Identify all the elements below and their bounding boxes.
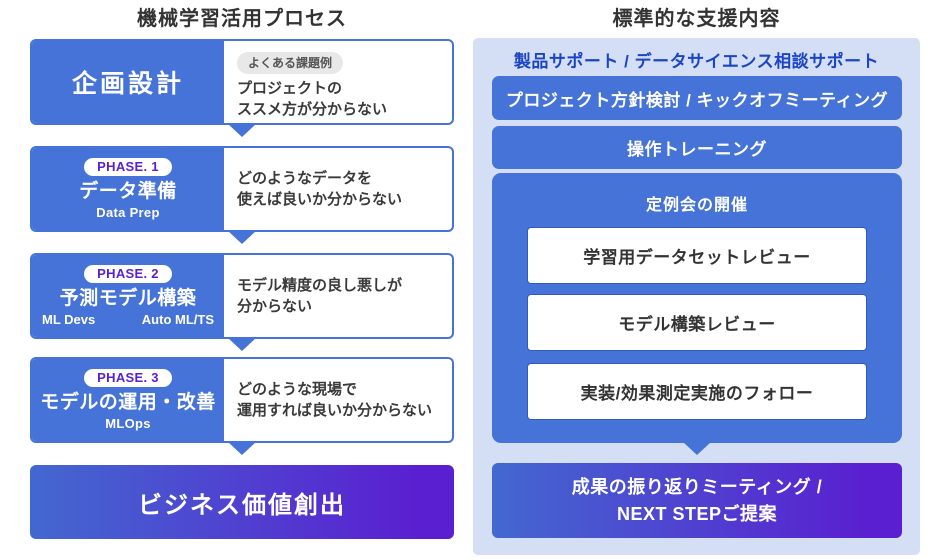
down-arrow-icon bbox=[228, 442, 256, 455]
common-issue-badge: よくある課題例 bbox=[237, 52, 344, 74]
process-row-data-prep-label: PHASE. 1 データ準備 Data Prep bbox=[32, 148, 224, 230]
regular-meeting-box: 定例会の開催 学習用データセットレビュー モデル構築レビュー 実装/効果測定実施… bbox=[492, 173, 902, 443]
process-row-mlops: PHASE. 3 モデルの運用・改善 MLOps どのような現場で 運用すれば良… bbox=[30, 357, 454, 443]
step-title: データ準備 bbox=[79, 180, 177, 202]
issue-text-line2: 分からない bbox=[237, 298, 313, 315]
left-column-title: 機械学習活用プロセス bbox=[137, 8, 347, 30]
issue-text-line2: 運用すれば良いか分からない bbox=[237, 402, 433, 419]
meeting-item-implementation-follow: 実装/効果測定実施のフォロー bbox=[528, 364, 866, 419]
step-subtitle: MLOps bbox=[105, 416, 151, 432]
process-row-planning-label: 企画設計 bbox=[32, 41, 224, 123]
issue-text-line1: どのようなデータを bbox=[237, 169, 373, 187]
next-step-result-box: 成果の振り返りミーティング / NEXT STEPご提案 bbox=[492, 463, 902, 538]
process-row-planning-issue: よくある課題例 プロジェクトの ススメ方が分からない bbox=[224, 41, 452, 123]
down-arrow-icon bbox=[228, 231, 256, 244]
issue-text-line2: ススメ方が分からない bbox=[237, 101, 388, 119]
issue-text-line2: 使えば良いか分からない bbox=[237, 191, 403, 208]
issue-text-line1: どのような現場で bbox=[237, 380, 358, 398]
result-text: 成果の振り返りミーティング / NEXT STEPご提案 bbox=[572, 474, 822, 528]
issue-text-line1: プロジェクトの bbox=[237, 80, 343, 97]
result-text-line1: 成果の振り返りミーティング / bbox=[571, 476, 823, 497]
meeting-item-dataset-review: 学習用データセットレビュー bbox=[528, 228, 866, 283]
step-subtitle: Data Prep bbox=[96, 205, 160, 221]
down-arrow-icon bbox=[228, 124, 256, 137]
process-row-model-build-issue: モデル精度の良し悪しが 分からない bbox=[224, 255, 452, 337]
step-title: モデルの運用・改善 bbox=[40, 391, 216, 413]
regular-meeting-title: 定例会の開催 bbox=[645, 197, 748, 214]
phase-1-badge: PHASE. 1 bbox=[84, 157, 172, 176]
process-row-mlops-label: PHASE. 3 モデルの運用・改善 MLOps bbox=[32, 359, 224, 441]
process-row-model-build-label: PHASE. 2 予測モデル構築 ML Devs Auto ML/TS bbox=[32, 255, 224, 337]
step-title: 予測モデル構築 bbox=[59, 287, 197, 309]
result-text: ビジネス価値創出 bbox=[138, 491, 346, 519]
support-panel-header: 製品サポート / データサイエンス相談サポート bbox=[513, 52, 880, 71]
process-row-mlops-issue: どのような現場で 運用すれば良いか分からない bbox=[224, 359, 452, 441]
step-subtitle-row: ML Devs Auto ML/TS bbox=[32, 312, 224, 327]
right-column-title: 標準的な支援内容 bbox=[612, 8, 781, 30]
support-step-training: 操作トレーニング bbox=[492, 126, 902, 169]
step-title: 企画設計 bbox=[71, 70, 184, 98]
phase-2-badge: PHASE. 2 bbox=[84, 264, 172, 283]
meeting-item-model-review: モデル構築レビュー bbox=[528, 295, 866, 350]
step-subtitle-left: ML Devs bbox=[42, 312, 96, 328]
support-panel: 製品サポート / データサイエンス相談サポート プロジェクト方針検討 / キック… bbox=[473, 38, 920, 555]
process-row-model-build: PHASE. 2 予測モデル構築 ML Devs Auto ML/TS モデル精… bbox=[30, 253, 454, 339]
process-row-data-prep: PHASE. 1 データ準備 Data Prep どのようなデータを 使えば良い… bbox=[30, 146, 454, 232]
phase-3-badge: PHASE. 3 bbox=[84, 368, 172, 387]
support-step-kickoff: プロジェクト方針検討 / キックオフミーティング bbox=[492, 76, 902, 120]
issue-text-line1: モデル精度の良し悪しが bbox=[237, 276, 403, 294]
down-arrow-icon bbox=[683, 442, 711, 455]
down-arrow-icon bbox=[228, 338, 256, 351]
business-value-result-box: ビジネス価値創出 bbox=[30, 465, 454, 539]
result-text-line2: NEXT STEPご提案 bbox=[616, 503, 777, 524]
process-row-planning: 企画設計 よくある課題例 プロジェクトの ススメ方が分からない bbox=[30, 39, 454, 125]
process-row-data-prep-issue: どのようなデータを 使えば良いか分からない bbox=[224, 148, 452, 230]
step-subtitle-right: Auto ML/TS bbox=[141, 312, 214, 328]
